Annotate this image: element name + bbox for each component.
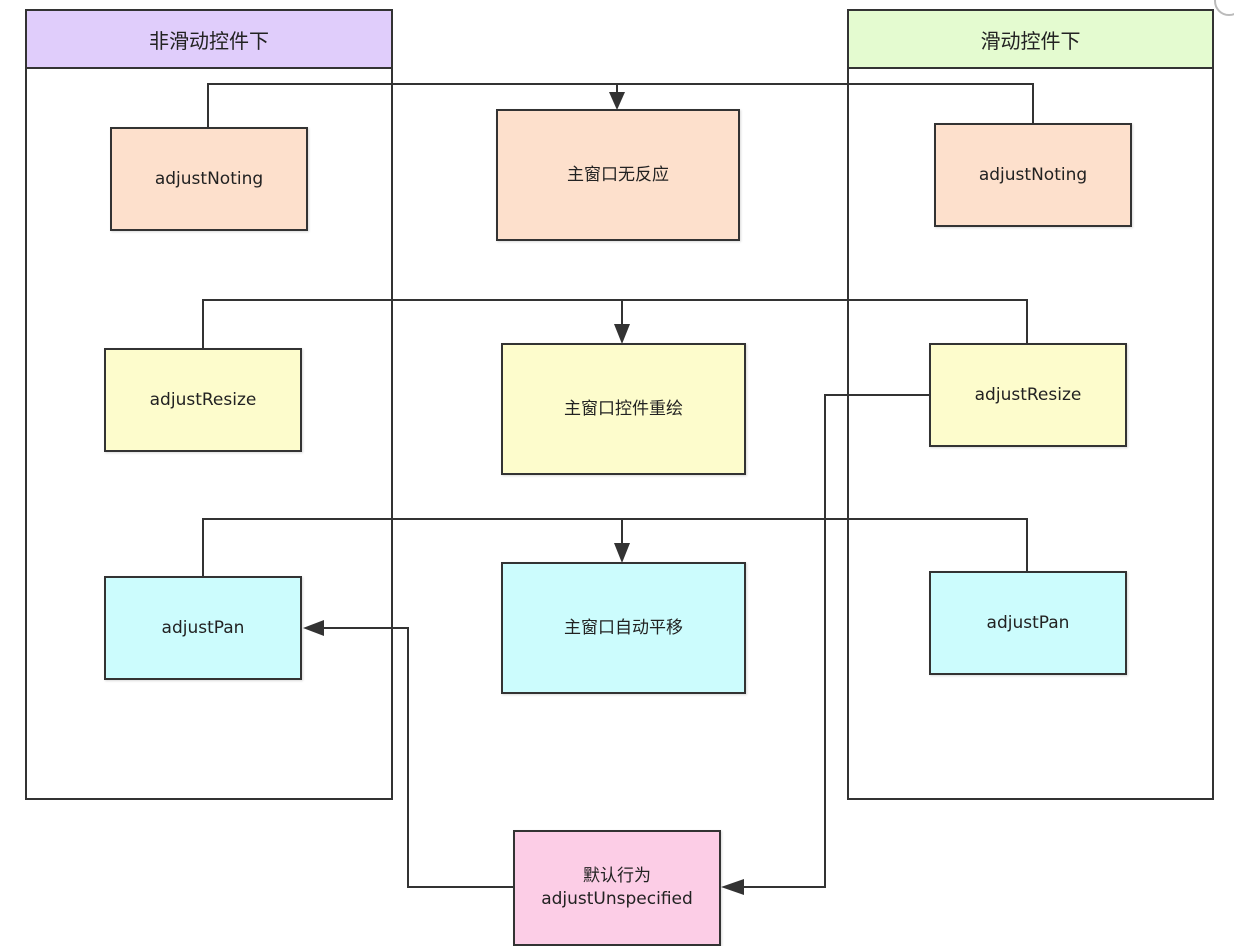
lane-title-scrolling: 滑动控件下 (980, 28, 1081, 53)
no-response-node: 主窗口无反应 (496, 109, 740, 241)
redraw-label: 主窗口控件重绘 (564, 398, 683, 419)
lane-header-scrolling: 滑动控件下 (849, 11, 1212, 69)
right-adjust-nothing-label: adjustNoting (978, 164, 1088, 185)
corner-circle-icon (1214, 0, 1234, 16)
lane-title-non-scrolling: 非滑动控件下 (149, 28, 269, 53)
arrowhead-redraw (614, 324, 630, 344)
left-adjust-resize-label: adjustResize (149, 389, 257, 410)
right-adjust-pan-node: adjustPan (929, 571, 1127, 675)
left-adjust-resize-node: adjustResize (104, 348, 302, 452)
arrowhead-default (721, 879, 744, 895)
lane-header-non-scrolling: 非滑动控件下 (27, 11, 391, 69)
auto-pan-label: 主窗口自动平移 (564, 617, 683, 638)
arrowhead-no-response (609, 92, 625, 110)
left-adjust-pan-node: adjustPan (104, 576, 302, 680)
default-behavior-title: 默认行为 (583, 866, 651, 887)
left-adjust-nothing-node: adjustNoting (110, 127, 308, 231)
right-adjust-nothing-node: adjustNoting (934, 123, 1132, 227)
arrowhead-auto-pan (614, 543, 630, 563)
right-adjust-resize-label: adjustResize (974, 384, 1082, 405)
redraw-node: 主窗口控件重绘 (501, 343, 746, 475)
right-adjust-pan-label: adjustPan (986, 612, 1070, 633)
no-response-label: 主窗口无反应 (567, 164, 669, 185)
default-behavior-node: 默认行为 adjustUnspecified (513, 830, 721, 946)
auto-pan-node: 主窗口自动平移 (501, 562, 746, 694)
left-adjust-pan-label: adjustPan (161, 617, 245, 638)
default-behavior-value: adjustUnspecified (541, 889, 693, 909)
right-adjust-resize-node: adjustResize (929, 343, 1127, 447)
lane-non-scrolling: 非滑动控件下 (25, 9, 393, 800)
left-adjust-nothing-label: adjustNoting (154, 168, 264, 189)
